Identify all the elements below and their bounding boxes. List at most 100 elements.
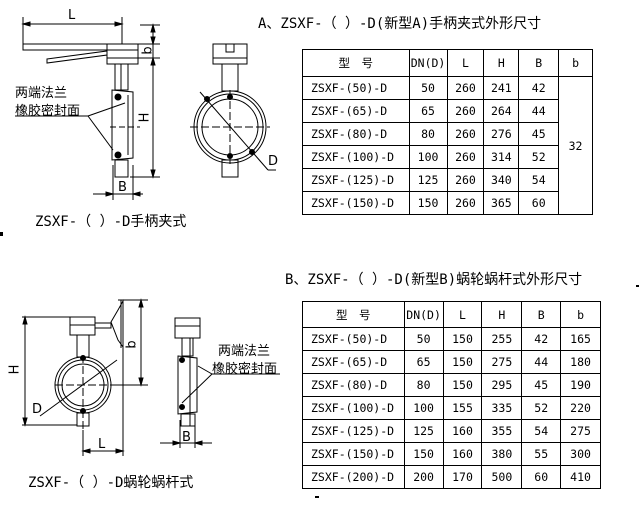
cell-model: ZSXF-(65)-D [302,99,410,123]
cell: 45 [521,373,562,397]
cell: 125 [408,168,448,192]
cell: 275 [560,419,601,443]
gear-valve-side-view [160,317,280,448]
caption-b: ZSXF-（ ）-D蜗轮蜗杆式 [28,475,194,491]
cell: 365 [483,191,520,215]
cell-model: ZSXF-(100)-D [302,145,410,169]
cell: 276 [483,122,520,146]
cell: 340 [483,168,520,192]
marker [0,232,3,236]
flange-label-line2: 橡胶密封面 [15,104,81,119]
cell: 190 [560,373,601,397]
dim-label-B: B [118,180,127,195]
cell: 54 [521,419,562,443]
dim-label-b: b [124,340,140,349]
marker [315,496,319,498]
cell: 355 [481,419,523,443]
dim-label-L: L [68,8,76,23]
cell: 50 [408,76,448,100]
cell-model: ZSXF-(80)-D [302,122,410,146]
cell-model: ZSXF-(125)-D [302,168,410,192]
cell: 80 [403,373,444,397]
cell: 264 [483,99,520,123]
cell: 65 [408,99,448,123]
cell: 335 [481,396,523,420]
header-model: 型 号 [302,49,410,77]
cell: 275 [481,350,523,374]
cell: 500 [481,465,523,489]
cell-model: ZSXF-(100)-D [302,396,405,420]
cell: 170 [442,465,483,489]
header-dn: DN(D) [408,49,448,77]
cell: 45 [518,122,560,146]
cell: 314 [483,145,520,169]
header-h: H [483,49,520,77]
dim-label-D: D [32,402,43,417]
cell: 260 [446,122,485,146]
cell-model: ZSXF-(65)-D [302,350,405,374]
header-l: L [442,301,483,328]
cell: 52 [518,145,560,169]
cell: 44 [518,99,560,123]
cell: 60 [518,191,560,215]
handle-valve-side-view [15,17,160,200]
cell-model: ZSXF-(125)-D [302,419,405,443]
cell-model: ZSXF-(50)-D [302,327,405,351]
handle-valve-front-view [190,43,276,178]
cell: 150 [442,373,483,397]
header-model: 型 号 [302,301,405,328]
cell: 260 [446,168,485,192]
cell: 410 [560,465,601,489]
cell: 260 [446,191,485,215]
section-a-title: A、ZSXF-（ ）-D(新型A)手柄夹式外形尺寸 [258,16,542,32]
header-b-width: B [521,301,562,328]
cell: 125 [403,419,444,443]
cell: 165 [560,327,601,351]
cell: 50 [403,327,444,351]
section-b-title: B、ZSXF-（ ）-D(新型B)蜗轮蜗杆式外形尺寸 [285,272,583,288]
cell: 220 [560,396,601,420]
table-header-row: 型 号 DN(D) L H B b [302,301,601,328]
gear-valve-front-view [22,298,148,456]
header-b-height: b [560,301,601,328]
cell: 42 [518,76,560,100]
flange-label-line1: 两端法兰 [15,86,68,101]
cell: 295 [481,373,523,397]
dim-label-L: L [98,437,106,452]
cell-model: ZSXF-(50)-D [302,76,410,100]
cell: 260 [446,76,485,100]
caption-a: ZSXF-（ ）-D手柄夹式 [35,214,187,230]
cell-b-merged: 32 [558,76,593,215]
flange-label-line2: 橡胶密封面 [212,362,278,377]
cell: 160 [442,419,483,443]
cell: 54 [518,168,560,192]
dim-label-H: H [7,364,23,375]
cell-model: ZSXF-(150)-D [302,442,405,466]
cell: 380 [481,442,523,466]
marker [636,285,639,287]
cell-model: ZSXF-(200)-D [302,465,405,489]
cell: 52 [521,396,562,420]
dim-label-H: H [137,112,153,123]
cell: 65 [403,350,444,374]
cell: 100 [408,145,448,169]
cell: 150 [442,350,483,374]
dim-label-D: D [268,154,279,169]
cell: 55 [521,442,562,466]
cell: 60 [521,465,562,489]
header-l: L [446,49,485,77]
header-h: H [481,301,523,328]
cell: 180 [560,350,601,374]
